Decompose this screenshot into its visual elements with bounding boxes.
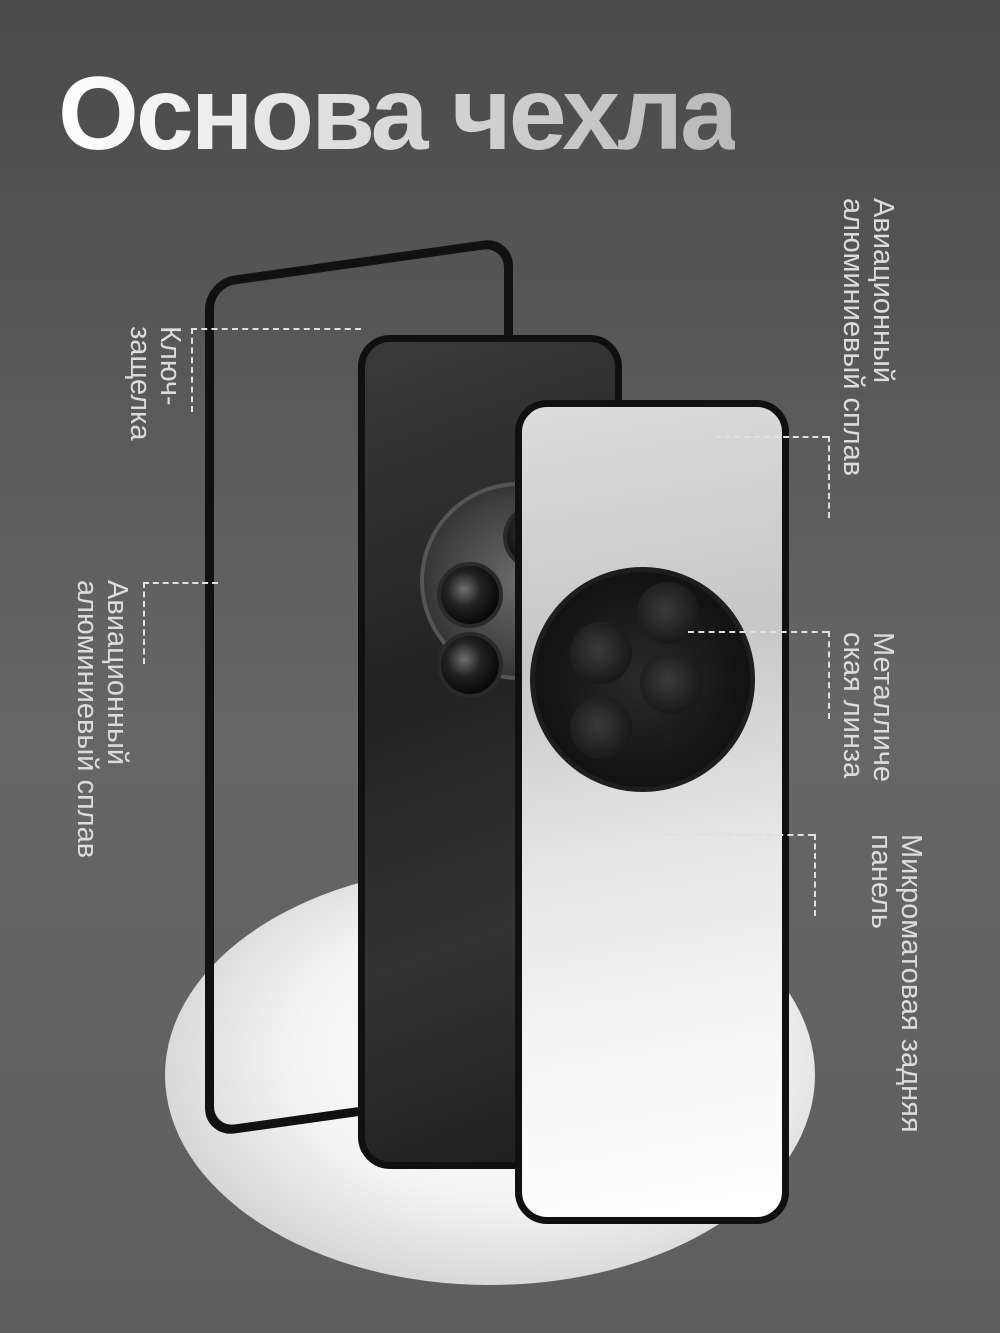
callout-line	[688, 631, 828, 633]
lens-hole	[640, 652, 702, 714]
label-aviation-alloy-left: Авиационный алюминиевый сплав	[71, 580, 133, 859]
callout-line	[828, 436, 830, 518]
callout-line	[143, 582, 145, 664]
label-metal-lens: Металличе ская линза	[837, 632, 899, 783]
page-title: Основа чехла	[58, 56, 738, 172]
callout-line	[191, 328, 361, 330]
lens-hole	[570, 622, 632, 684]
lens-hole	[570, 697, 632, 759]
label-aviation-alloy-top: Авиационный алюминиевый сплав	[837, 198, 899, 477]
callout-line	[715, 436, 828, 438]
callout-line	[828, 631, 830, 719]
camera-lens	[437, 632, 503, 698]
matte-back-case	[515, 400, 789, 1224]
callout-line	[814, 834, 816, 916]
callout-line	[664, 834, 814, 836]
callout-line	[191, 328, 193, 412]
callout-line	[143, 582, 218, 584]
camera-lens	[437, 562, 503, 628]
label-matte-back-panel: Микроматовая задняя панель	[865, 834, 927, 1133]
label-latch-key: Ключ- защелка	[124, 326, 186, 441]
lens-hole	[637, 582, 699, 644]
